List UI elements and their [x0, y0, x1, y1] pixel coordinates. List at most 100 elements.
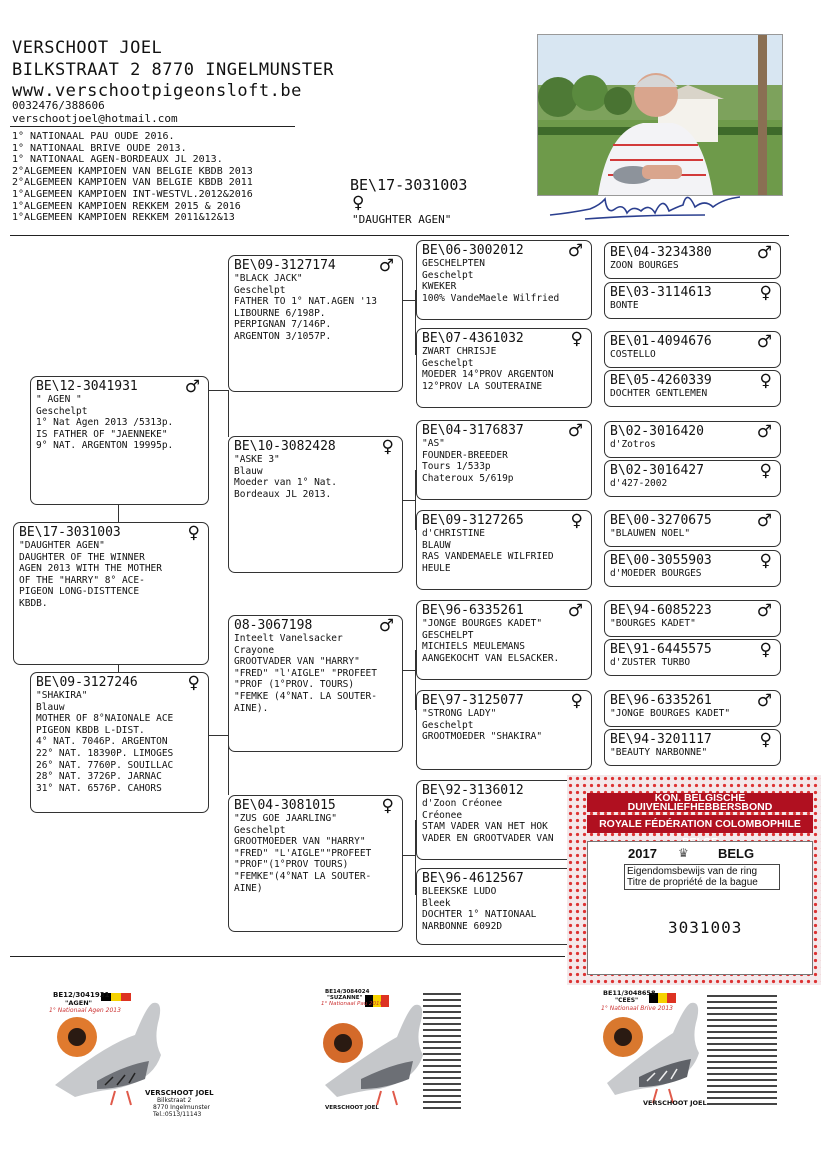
pigeon-line: Tours 1/533p [422, 461, 491, 473]
pigeon-card-g5[interactable]: BE\96-6335261 ♂ "JONGE BOURGES KADET" [604, 690, 781, 727]
male-icon: ♂ [184, 377, 200, 397]
pigeon-line: AGEN 2013 WITH THE MOTHER [19, 563, 162, 575]
achievement-item: 2°ALGEMEEN KAMPIOEN VAN BELGIE KBDB 2013 [12, 165, 253, 177]
pigeon-line: Geschelpt [422, 719, 474, 731]
ring-number: BE\09-3127174 [234, 258, 336, 273]
connector [415, 820, 417, 895]
achievement-item: 1° NATIONAAL PAU OUDE 2016. [12, 131, 175, 142]
certificate-banner: KON. BELGISCHE DUIVENLIEFHEBBERSBOND [587, 793, 813, 812]
pigeon-card-g5[interactable]: BE\00-3055903 ♀ d'MOEDER BOURGES [604, 550, 781, 587]
connector [402, 300, 416, 302]
male-icon: ♂ [756, 511, 772, 531]
connector [118, 664, 120, 672]
card-ring: BE11/3048658 [603, 989, 656, 997]
pigeon-card-mm[interactable]: BE\04-3081015 ♀ "ZUS GOE JAARLING" Gesch… [228, 795, 403, 932]
pigeon-line: Geschelpt [36, 405, 88, 417]
pigeon-card-father[interactable]: BE\12-3041931 ♂ " AGEN " Geschelpt 1° Na… [30, 376, 209, 505]
card-award: 1° Nationaal Pau 2016 [321, 1001, 383, 1007]
pigeon-name: " AGEN " [36, 394, 82, 405]
female-icon: ♀ [759, 461, 772, 481]
pigeon-name: Inteelt Vanelsacker [234, 633, 343, 644]
pigeon-line: GROOTMOEDER VAN "HARRY" [234, 836, 366, 848]
card-award: 1° Nationaal Agen 2013 [49, 1007, 121, 1014]
pigeon-name: d'427-2002 [610, 478, 668, 489]
pigeon-name: ZOON BOURGES [610, 260, 679, 271]
pigeon-line: RAS VANDEMAELE WILFRIED [422, 551, 554, 563]
pigeon-line: MOEDER 14°PROV ARGENTON [422, 369, 554, 381]
certificate-country: BELG [718, 846, 755, 861]
breeder-email[interactable]: verschootjoel@hotmail.com [12, 112, 178, 125]
pigeon-name: ZWART CHRISJE [422, 346, 497, 357]
breeder-website[interactable]: www.verschootpigeonsloft.be [12, 81, 302, 101]
female-icon: ♀ [759, 283, 772, 303]
pigeon-card-g5[interactable]: BE\01-4094676 ♂ COSTELLO [604, 331, 781, 368]
connector [415, 290, 417, 355]
pigeon-line: 31° NAT. 6576P. CAHORS [36, 782, 162, 794]
pigeon-name: "BLACK JACK" [234, 273, 303, 284]
certificate-title-nl: Eigendomsbewijs van de ring [627, 866, 758, 877]
female-icon: ♀ [381, 437, 394, 457]
pigeon-line: OF THE "HARRY" 8° ACE- [19, 574, 145, 586]
pigeon-card-mmm[interactable]: BE\96-4612567 BLEEKSKE LUDO Bleek DOCHTE… [416, 868, 592, 945]
pigeon-card-mf[interactable]: 08-3067198 ♂ Inteelt Vanelsacker Crayone… [228, 615, 403, 752]
pigeon-card-g5[interactable]: BE\00-3270675 ♂ "BLAUWEN NOEL" [604, 510, 781, 547]
ring-number: BE\91-6445575 [610, 642, 712, 657]
pigeon-line: Moeder van 1° Nat. [234, 477, 337, 489]
male-icon: ♂ [567, 421, 583, 441]
pigeon-name: DOCHTER GENTLEMEN [610, 388, 708, 399]
pigeon-line: BLAUW [422, 539, 451, 551]
pigeon-name: d'MOEDER BOURGES [610, 568, 702, 579]
pigeon-line: AANGEKOCHT VAN ELSACKER. [422, 652, 560, 664]
pigeon-card-ff[interactable]: BE\09-3127174 ♂ "BLACK JACK" Geschelpt F… [228, 255, 403, 392]
female-icon: ♀ [759, 640, 772, 660]
pigeon-line: MICHIELS MEULEMANS [422, 641, 525, 653]
pigeon-name: "STRONG LADY" [422, 708, 497, 719]
pigeon-line: 100% VandeMaele Wilfried [422, 292, 560, 304]
pigeon-card-mmf[interactable]: BE\92-3136012 d'Zoon Créonee Créonee STA… [416, 780, 592, 860]
pigeon-name: "ZUS GOE JAARLING" [234, 813, 337, 824]
pigeon-card-fmm[interactable]: BE\09-3127265 ♀ d'CHRISTINE BLAUW RAS VA… [416, 510, 592, 590]
breeder-address: BILKSTRAAT 2 8770 INGELMUNSTER [12, 60, 335, 80]
breeder-name: VERSCHOOT JOEL [12, 38, 163, 58]
pigeon-line: Bordeaux JL 2013. [234, 488, 332, 500]
pigeon-card-mfm[interactable]: BE\97-3125077 ♀ "STRONG LADY" Geschelpt … [416, 690, 592, 770]
pigeon-card-g5[interactable]: BE\94-6085223 ♂ "BOURGES KADET" [604, 600, 781, 637]
pigeon-line: 1° Nat Agen 2013 /5313p. [36, 417, 174, 429]
pigeon-card-g5[interactable]: BE\04-3234380 ♂ ZOON BOURGES [604, 242, 781, 279]
pigeon-name: "ASKE 3" [234, 454, 280, 465]
pigeon-line: Crayone [234, 644, 275, 656]
pigeon-card-main[interactable]: BE\17-3031003 ♀ "DAUGHTER AGEN" DAUGHTER… [13, 522, 209, 665]
pigeon-line: Geschelpt [422, 269, 474, 281]
pigeon-line: DOCHTER 1° NATIONAAL [422, 909, 537, 921]
pigeon-card-g5[interactable]: BE\05-4260339 ♀ DOCHTER GENTLEMEN [604, 370, 781, 407]
ring-number: BE\04-3081015 [234, 798, 336, 813]
pigeon-card-g5[interactable]: BE\03-3114613 ♀ BONTE [604, 282, 781, 319]
pigeon-line: Geschelpt [422, 357, 474, 369]
pigeon-card-mff[interactable]: BE\96-6335261 ♂ "JONGE BOURGES KADET" GE… [416, 600, 592, 680]
pigeon-card-g5[interactable]: B\02-3016427 ♀ d'427-2002 [604, 460, 781, 497]
pigeon-card-fff[interactable]: BE\06-3002012 ♂ GESCHELPTEN Geschelpt KW… [416, 240, 592, 320]
pigeon-card-fmf[interactable]: BE\04-3176837 ♂ "AS" FOUNDER-BREEDER Tou… [416, 420, 592, 500]
ring-number: BE\00-3055903 [610, 553, 712, 568]
pigeon-line: 9° NAT. ARGENTON 19995p. [36, 440, 174, 452]
pigeon-card-mother[interactable]: BE\09-3127246 ♀ "SHAKIRA" Blauw MOTHER O… [30, 672, 209, 813]
card-name: "CEES" [615, 997, 639, 1004]
pigeon-line: FATHER TO 1° NAT.AGEN '13 [234, 296, 377, 308]
connector [208, 735, 229, 737]
pigeon-card-g5[interactable]: BE\94-3201117 ♀ "BEAUTY NARBONNE" [604, 729, 781, 766]
pigeon-name: "BLAUWEN NOEL" [610, 528, 691, 539]
pigeon-card-g5[interactable]: B\02-3016420 ♂ d'Zotros [604, 421, 781, 458]
achievement-item: 1° NATIONAAL BRIVE OUDE 2013. [12, 142, 187, 154]
female-icon: ♀ [759, 371, 772, 391]
pigeon-card-fm[interactable]: BE\10-3082428 ♀ "ASKE 3" Blauw Moeder va… [228, 436, 403, 573]
pigeon-card-g5[interactable]: BE\91-6445575 ♀ d'ZUSTER TURBO [604, 639, 781, 676]
ring-number: BE\92-3136012 [422, 783, 524, 798]
achievement-item: 1°ALGEMEEN KAMPIOEN INT-WESTVL.2012&2016 [12, 188, 253, 200]
male-icon: ♂ [756, 243, 772, 263]
female-icon: ♀ [187, 673, 200, 693]
pigeon-line: GROOTMOEDER "SHAKIRA" [422, 731, 543, 743]
pigeon-card-ffm[interactable]: BE\07-4361032 ♀ ZWART CHRISJE Geschelpt … [416, 328, 592, 408]
subject-ring: BE\17-3031003 [350, 176, 468, 194]
card-name: "SUZANNE" [327, 995, 363, 1001]
